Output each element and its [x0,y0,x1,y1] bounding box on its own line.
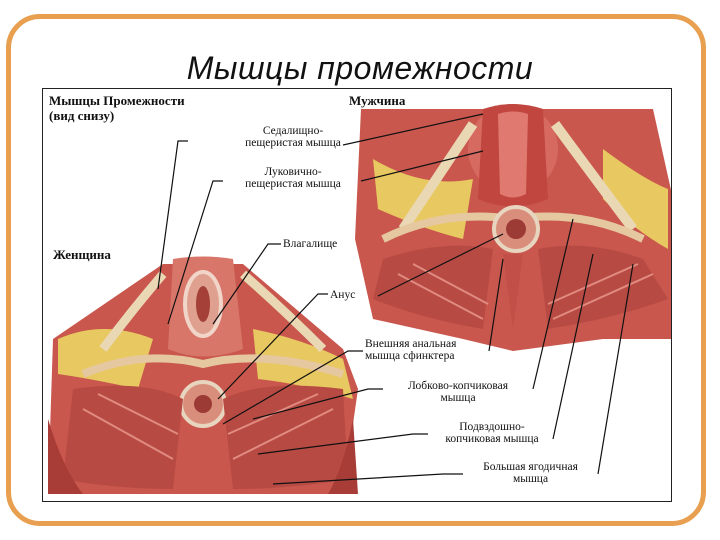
slide-title: Мышцы промежности [186,50,534,86]
gluteus-maximus-label: Большая ягодичная мышца [463,461,598,485]
female-perineum-drawing [48,256,358,494]
anatomy-figure: Мышцы Промежности (вид снизу) Мужчина Же… [42,88,672,502]
figure-heading: Мышцы Промежности [49,93,185,108]
pubococcygeus-label: Лобково-копчиковая мышца [383,380,533,404]
pubococcygeus-label-line1: Лобково-копчиковая [407,380,509,392]
ischiocavernosus-label-line1: Седалищно- [262,125,324,137]
ext-sphincter-label-line2: мышца сфинктера [365,350,455,362]
male-label: Мужчина [349,93,406,108]
iliococcygeus-label: Подвздошно- копчиковая мышца [427,421,557,445]
figure-subheading: (вид снизу) [49,108,115,123]
perineum-illustration [48,104,671,494]
iliococcygeus-label-line1: Подвздошно- [459,421,525,433]
ischiocavernosus-label-line2: пещеристая мышца [245,137,341,149]
female-label: Женщина [53,247,111,262]
pubococcygeus-label-line2: мышца [440,392,476,404]
ischiocavernosus-label: Седалищно- пещеристая мышца [223,125,363,149]
leader-lines [157,113,634,485]
vagina-label: Влагалище [283,238,338,250]
bulbospongiosus-label: Луковично- пещеристая мышца [223,166,363,190]
bulbospongiosus-label-line1: Луковично- [264,166,322,178]
male-perineum-drawing [355,104,671,351]
ext-sphincter-label-line1: Внешняя анальная [365,338,457,350]
gluteus-label-line2: мышца [512,473,549,485]
ext-sphincter-label: Внешняя анальная мышца сфинктера [365,338,456,362]
gluteus-label-line1: Большая ягодичная [483,461,578,473]
anus-label: Анус [330,289,356,301]
bulbospongiosus-label-line2: пещеристая мышца [245,178,341,190]
iliococcygeus-label-line2: копчиковая мышца [445,433,539,445]
